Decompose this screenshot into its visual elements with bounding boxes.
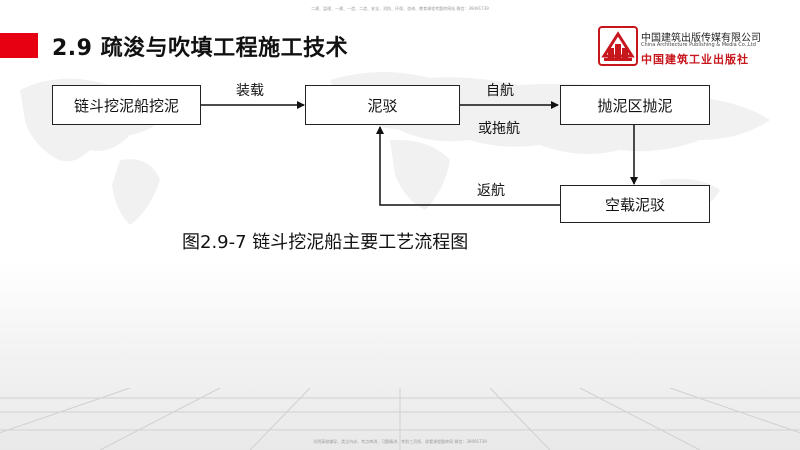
- node-empty-barge: 空载泥驳: [560, 185, 710, 223]
- edge-label-self-propelled: 自航: [486, 83, 514, 99]
- publisher-cn-name: 中国建筑出版传媒有限公司: [641, 33, 761, 44]
- node-dredge-excavation: 链斗挖泥船挖泥: [52, 85, 201, 125]
- top-watermark: 二建、监理、一建、一造、二造、安全、消防、环保、咨询、教育课程考题库网站 微信：…: [311, 6, 489, 11]
- edge-label-or-towed: 或拖航: [478, 121, 520, 137]
- floor-grid-decoration: [0, 388, 800, 450]
- node-dump-area: 抛泥区抛泥: [560, 85, 710, 125]
- publisher-logo-block: 中国建筑出版传媒有限公司 China Architecture Publishi…: [598, 26, 798, 74]
- bottom-watermark: 光明高校辅导、类企内训、考点串讲、习题精讲、考前三页纸、收看课程题库网 微信：3…: [313, 439, 487, 444]
- figure-caption: 图2.9-7 链斗挖泥船主要工艺流程图: [182, 232, 469, 253]
- publisher-brand: 中国建筑工业出版社: [641, 53, 749, 66]
- edge-label-return: 返航: [477, 183, 505, 199]
- publisher-en-name: China Architecture Publishing & Media Co…: [641, 42, 756, 48]
- node-mud-barge: 泥驳: [305, 85, 460, 125]
- title-accent-bar: [0, 33, 38, 58]
- publisher-logo-icon: [598, 26, 638, 66]
- arrow-empty-to-barge: [376, 126, 560, 206]
- edge-label-loading: 装载: [236, 83, 264, 99]
- page-title: 2.9 疏浚与吹填工程施工技术: [52, 36, 349, 61]
